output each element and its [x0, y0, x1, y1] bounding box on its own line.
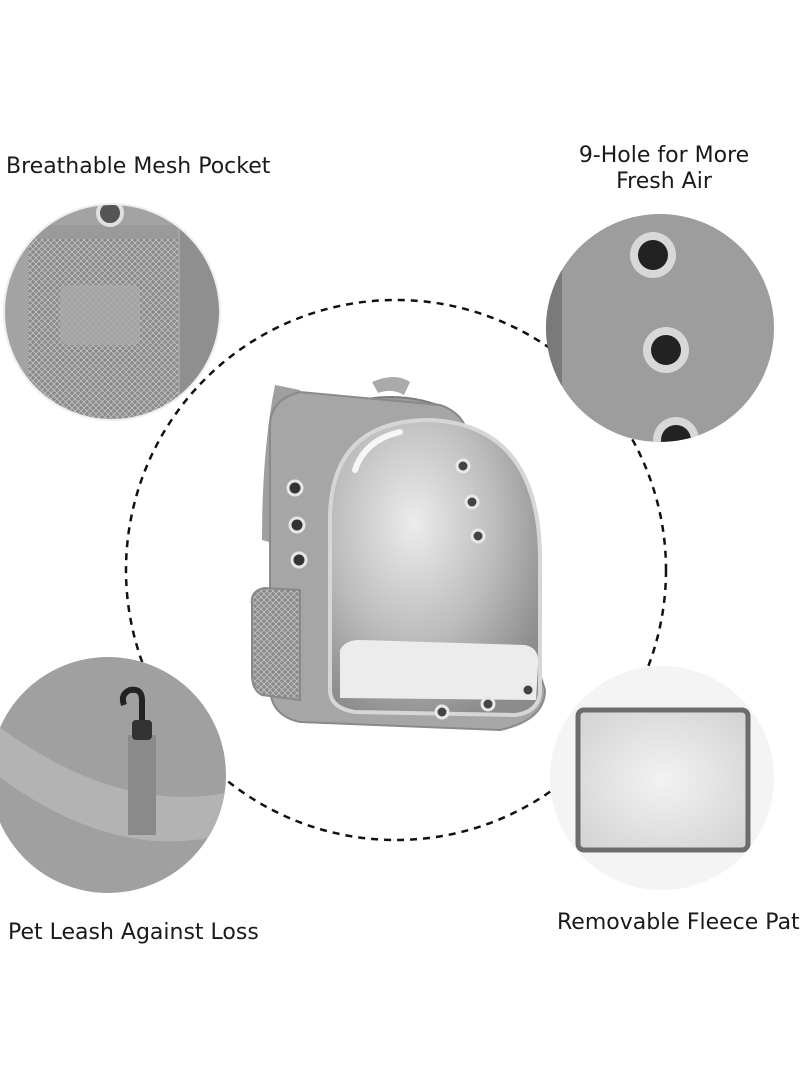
label-line-2: Fresh Air [616, 169, 712, 194]
mesh-pocket-detail-rim [3, 203, 221, 421]
label-breathable-mesh-pocket: Breathable Mesh Pocket [6, 154, 271, 179]
ventilation-holes-detail [546, 214, 774, 442]
label-line-1: 9-Hole for More [578, 143, 750, 168]
label-pet-leash-against-loss: Pet Leash Against Loss [8, 920, 259, 945]
fleece-pad-detail [550, 666, 774, 890]
backpack-carrier [250, 377, 547, 732]
pet-leash-detail [0, 657, 226, 893]
label-nine-hole-fresh-air: 9-Hole for More Fresh Air [558, 143, 770, 195]
dashed-ring [124, 298, 668, 842]
mesh-pocket-detail [4, 204, 220, 420]
label-removable-fleece-pat: Removable Fleece Pat [557, 910, 800, 935]
